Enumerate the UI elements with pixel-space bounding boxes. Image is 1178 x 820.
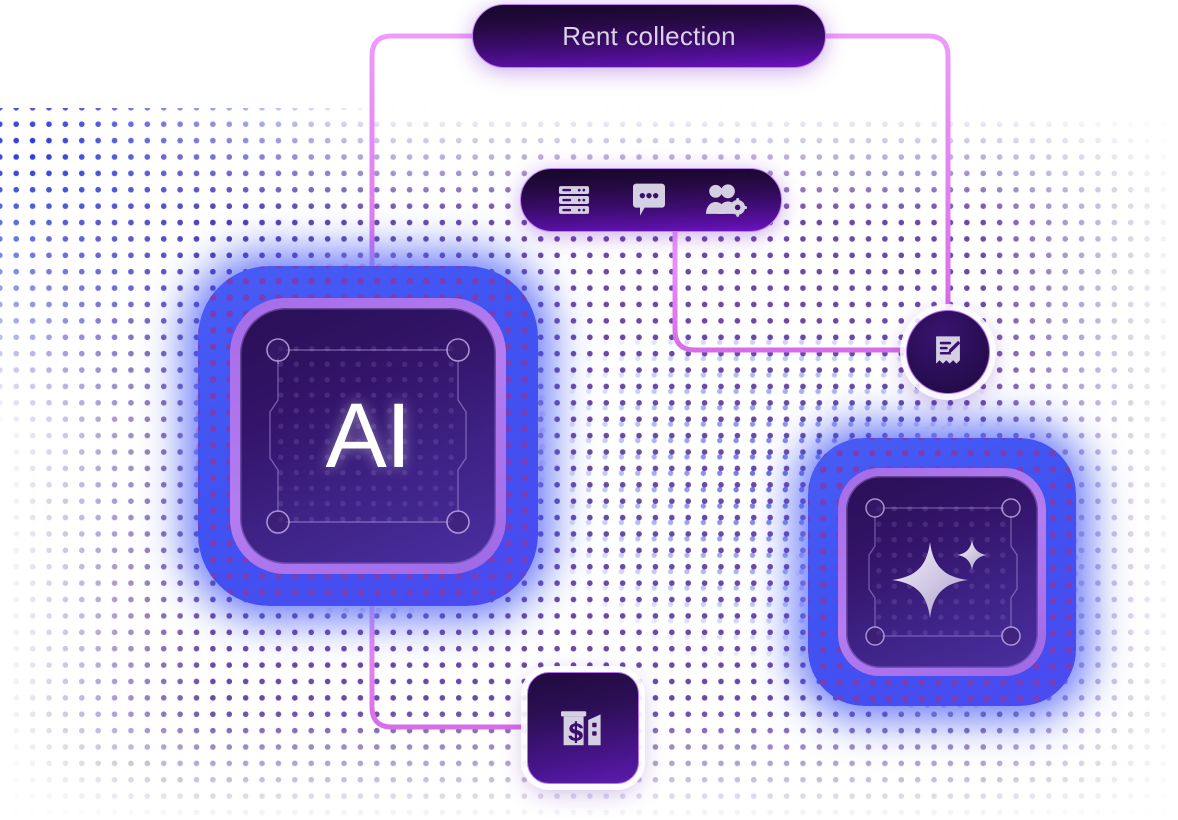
users-settings-icon[interactable] (705, 181, 747, 219)
rent-collection-pill[interactable]: Rent collection (472, 4, 826, 68)
bank-dollar-icon (555, 698, 611, 759)
invoice-edit-badge[interactable] (906, 310, 990, 394)
chat-bubble-icon[interactable] (629, 181, 669, 219)
chip-dot-matrix (273, 341, 463, 531)
ai-chip-secondary[interactable] (846, 476, 1038, 668)
ai-chip-primary-cluster[interactable]: AI (168, 236, 568, 636)
chip-trace-lines-2 (865, 498, 1021, 646)
server-stack-icon[interactable] (555, 181, 593, 219)
feature-icon-pill[interactable] (520, 168, 782, 232)
chip-trace-lines (266, 338, 470, 534)
ai-chip-primary[interactable]: AI (240, 308, 496, 564)
sparkle-icon (846, 476, 1038, 668)
rent-payment-badge[interactable] (527, 672, 639, 784)
receipt-edit-icon (931, 333, 965, 372)
ai-chip-label: AI (325, 384, 412, 487)
ai-chip-secondary-cluster[interactable] (782, 412, 1102, 732)
rent-collection-label: Rent collection (562, 20, 736, 51)
